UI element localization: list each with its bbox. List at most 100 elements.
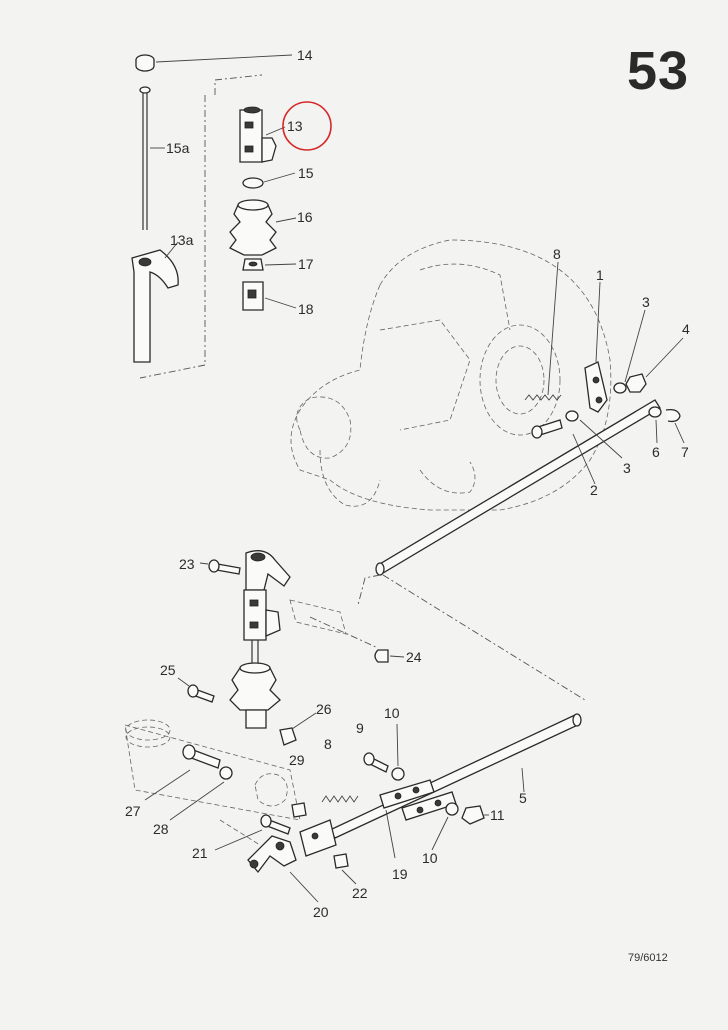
callout-5: 5 bbox=[519, 790, 527, 806]
callout-29: 29 bbox=[289, 752, 305, 768]
callout-6: 6 bbox=[652, 444, 660, 460]
part-14-cap-body bbox=[135, 60, 155, 72]
part-27-bolt-head bbox=[182, 744, 196, 760]
leader-3-upper bbox=[624, 309, 646, 383]
lower-linkage bbox=[214, 713, 582, 903]
clevis-end bbox=[299, 819, 337, 857]
leader-7 bbox=[674, 422, 685, 444]
gearbox-lower-flange bbox=[319, 449, 381, 507]
clevis-end-hole bbox=[311, 832, 319, 840]
leader-24 bbox=[389, 655, 405, 658]
shift-linkage-right bbox=[375, 261, 685, 576]
leader-16 bbox=[275, 217, 297, 223]
leader-4 bbox=[645, 337, 684, 378]
leader-17 bbox=[264, 263, 297, 266]
part-13-coupling bbox=[239, 109, 263, 163]
part-13-pin-2 bbox=[244, 145, 254, 153]
part-10-washer-upper bbox=[391, 767, 405, 781]
drawing-code: 79/6012 bbox=[628, 952, 668, 964]
part-1-bracket-hole-2 bbox=[595, 396, 603, 404]
part-19-plate-2-hole-2 bbox=[434, 799, 442, 807]
leader-14 bbox=[155, 54, 293, 63]
part-19-plate-1 bbox=[379, 779, 435, 809]
part-8-spring bbox=[524, 394, 562, 401]
leader-6 bbox=[655, 419, 658, 444]
gearbox-flange-left bbox=[296, 396, 352, 459]
part-25-bolt-head bbox=[187, 684, 199, 698]
part-26-nut bbox=[279, 727, 297, 746]
bracket-frame-top bbox=[214, 74, 263, 95]
callout-2: 2 bbox=[590, 482, 598, 498]
callout-16: 16 bbox=[297, 209, 313, 225]
floor-mount-plate bbox=[124, 724, 301, 821]
callout-13a: 13a bbox=[170, 232, 194, 248]
callout-13: 13 bbox=[287, 118, 303, 134]
callout-labels: 14 15a 13 15 16 13a 17 18 8 1 3 4 6 7 3 … bbox=[125, 47, 690, 920]
part-21-bolt-head bbox=[260, 814, 272, 828]
gearbox-bell-inner bbox=[495, 345, 545, 415]
callout-18: 18 bbox=[298, 301, 314, 317]
part-15a-rod-head bbox=[139, 86, 151, 94]
ghost-shifter-extension bbox=[289, 599, 347, 635]
part-3-washer-upper bbox=[613, 382, 627, 394]
lower-boot-top bbox=[239, 662, 271, 674]
callout-8-upper: 8 bbox=[553, 246, 561, 262]
leader-3-lower bbox=[579, 419, 623, 459]
part-13-coupling-ear bbox=[261, 137, 277, 163]
lower-coupling-pin-1 bbox=[249, 599, 259, 607]
floor-mount-boss bbox=[254, 773, 288, 807]
gearbox-rib-2 bbox=[379, 319, 471, 431]
part-22-nut bbox=[333, 853, 349, 869]
part-3-washer-lower bbox=[565, 410, 579, 422]
part-16-boot-top bbox=[237, 199, 269, 211]
part-9-bolt-head bbox=[363, 752, 375, 766]
part-28-washer bbox=[219, 766, 233, 780]
floor-mount-grommet-lower bbox=[125, 726, 171, 748]
callout-25: 25 bbox=[160, 662, 176, 678]
part-13-top-bore bbox=[243, 106, 261, 114]
lower-fork bbox=[245, 709, 267, 729]
callout-15a: 15a bbox=[166, 140, 190, 156]
callout-22: 22 bbox=[352, 885, 368, 901]
leader-19 bbox=[385, 809, 396, 859]
floor-mount-edge bbox=[219, 819, 261, 846]
leader-27 bbox=[144, 769, 191, 801]
leader-18 bbox=[264, 297, 297, 309]
part-15-clip bbox=[242, 177, 264, 189]
callout-23: 23 bbox=[179, 556, 195, 572]
callout-15: 15 bbox=[298, 165, 314, 181]
callout-26: 26 bbox=[316, 701, 332, 717]
leader-5 bbox=[521, 767, 525, 793]
part-4-nut bbox=[625, 373, 647, 393]
leader-10-lower bbox=[431, 816, 449, 851]
gearbox-foot bbox=[419, 461, 476, 494]
part-6-washer bbox=[648, 406, 662, 418]
gearbox-ghost-outline bbox=[290, 239, 612, 511]
part-13a-bore bbox=[138, 257, 152, 267]
lower-assembly-group bbox=[177, 550, 405, 729]
gearbox-housing bbox=[290, 239, 612, 511]
leader-28 bbox=[169, 781, 225, 821]
callout-7: 7 bbox=[681, 444, 689, 460]
callout-11: 11 bbox=[490, 807, 505, 823]
callout-8-lower: 8 bbox=[324, 736, 332, 752]
callout-17: 17 bbox=[298, 256, 314, 272]
callout-3-lower: 3 bbox=[623, 460, 631, 476]
bracket-frame-left bbox=[139, 95, 206, 379]
leader-20 bbox=[289, 871, 319, 903]
part-18-fork-slot bbox=[247, 289, 257, 299]
part-20-lever-hole-1 bbox=[249, 859, 259, 869]
connection-line-1 bbox=[357, 574, 381, 606]
upper-assembly-group bbox=[131, 54, 297, 379]
part-20-lever-hole-2 bbox=[275, 841, 285, 851]
leader-26 bbox=[291, 712, 317, 730]
floor-mount-grommet bbox=[125, 719, 171, 741]
part-29-nut bbox=[291, 802, 307, 818]
leader-25 bbox=[177, 677, 190, 687]
part-10-washer-lower bbox=[445, 802, 459, 816]
part-19-plate-1-hole-2 bbox=[412, 786, 420, 794]
callout-13-highlight-circle bbox=[282, 101, 332, 151]
leader-10-upper bbox=[396, 723, 399, 767]
connection-line-2 bbox=[382, 574, 586, 701]
